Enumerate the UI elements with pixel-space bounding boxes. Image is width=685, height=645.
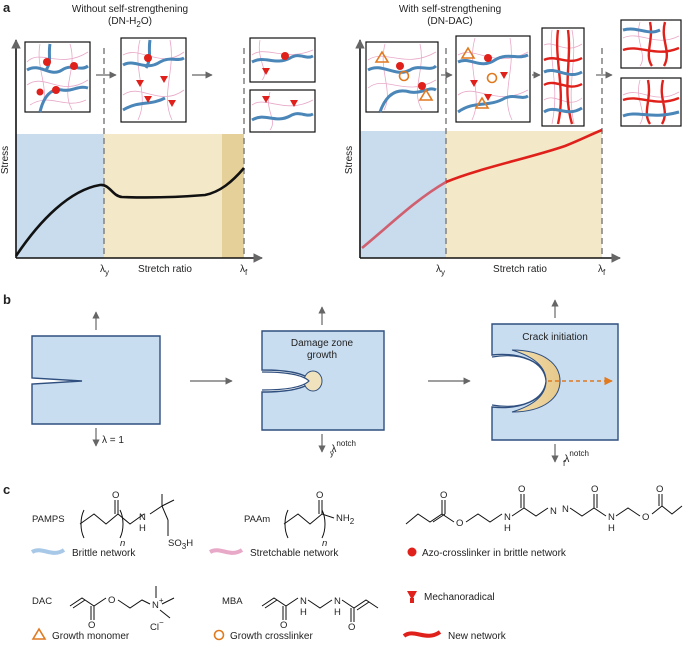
structure-azo-crosslinker: O O N H O N N O N H O O xyxy=(405,484,683,534)
nh2-group: NH2 xyxy=(336,513,355,526)
svg-text:O: O xyxy=(518,484,525,495)
left-stress-curve xyxy=(14,167,245,257)
structure-dac: DAC O O N+ Cl− xyxy=(32,586,175,633)
svg-text:N: N xyxy=(300,596,307,607)
left-title-line2: (DN-H2O) xyxy=(108,16,152,29)
left-failure-zone xyxy=(222,134,244,258)
left-xlabel: Stretch ratio xyxy=(138,264,192,275)
left-title-line1: Without self-strengthening xyxy=(72,4,188,15)
svg-text:Stretchable network: Stretchable network xyxy=(250,548,339,559)
svg-text:H: H xyxy=(139,523,146,534)
legend-growth-monomer: Growth monomer xyxy=(31,627,130,642)
right-title-line1: With self-strengthening xyxy=(399,4,501,15)
left-schematic-2 xyxy=(120,37,187,123)
svg-text:H: H xyxy=(608,523,615,534)
legend-growth-crosslinker: Growth crosslinker xyxy=(213,629,313,642)
svg-text:Growth monomer: Growth monomer xyxy=(52,631,130,642)
left-tick-lambda-y: λy xyxy=(100,264,109,277)
dac-label: DAC xyxy=(32,596,52,607)
svg-text:O: O xyxy=(88,620,95,631)
n-plus: N+ xyxy=(152,596,164,611)
legend-stretchable-network: Stretchable network xyxy=(208,548,339,559)
svg-text:O: O xyxy=(316,490,323,501)
svg-text:N: N xyxy=(504,512,511,523)
left-tick-lambda-f: λf xyxy=(240,264,248,277)
specimen-stage-1: λ = 1 xyxy=(31,311,161,447)
chart-right: With self-strengthening (DN-DAC) Stress … xyxy=(344,4,682,277)
svg-text:Growth crosslinker: Growth crosslinker xyxy=(230,631,313,642)
left-schematic-3 xyxy=(249,37,316,83)
right-ylabel: Stress xyxy=(344,146,355,174)
left-schematic-4 xyxy=(249,89,316,133)
svg-text:N: N xyxy=(139,512,146,523)
svg-text:O: O xyxy=(456,518,463,529)
right-tick-lambda-f: λf xyxy=(598,264,606,277)
right-schematic-3 xyxy=(541,27,585,127)
structure-pamps: PAMPS O N H SO3H n xyxy=(32,490,193,551)
svg-text:Brittle network: Brittle network xyxy=(72,548,136,559)
legend-mechanoradical: Mechanoradical xyxy=(407,591,495,603)
svg-text:New network: New network xyxy=(448,631,507,642)
stage2-title-line2: growth xyxy=(307,350,337,361)
right-schematic-4 xyxy=(620,19,682,69)
chart-left: Without self-strengthening (DN-H2O) Stre… xyxy=(0,4,316,277)
stage2-title-line1: Damage zone xyxy=(291,338,354,349)
svg-text:O: O xyxy=(440,490,447,501)
legend-new-network: New network xyxy=(402,630,507,642)
right-hardening-zone xyxy=(446,131,602,258)
svg-text:N: N xyxy=(562,504,569,515)
legend-brittle-network: Brittle network xyxy=(30,548,136,559)
svg-text:H: H xyxy=(300,607,307,618)
mba-label: MBA xyxy=(222,596,243,607)
svg-text:N: N xyxy=(608,512,615,523)
panel-b-letter: b xyxy=(3,292,11,307)
structure-mba: MBA O N H N H O xyxy=(222,596,379,633)
stage3-title: Crack initiation xyxy=(522,332,588,343)
right-xlabel: Stretch ratio xyxy=(493,264,547,275)
svg-text:N: N xyxy=(550,506,557,517)
right-title-line2: (DN-DAC) xyxy=(427,16,473,27)
right-stress-curve-elastic xyxy=(361,180,447,250)
svg-text:O: O xyxy=(280,620,287,631)
svg-text:O: O xyxy=(591,484,598,495)
svg-text:n: n xyxy=(322,538,327,549)
right-schematic-2 xyxy=(455,35,531,123)
right-tick-lambda-y: λy xyxy=(436,264,445,277)
panel-c-letter: c xyxy=(3,482,10,497)
svg-text:Mechanoradical: Mechanoradical xyxy=(424,592,495,603)
structure-paam: PAAm O NH2 n xyxy=(244,490,355,549)
chloride: Cl− xyxy=(150,618,164,633)
svg-text:O: O xyxy=(112,490,119,501)
so3h-group: SO3H xyxy=(168,538,193,551)
svg-text:O: O xyxy=(642,512,649,523)
legend-azo-crosslinker: Azo-crosslinker in brittle network xyxy=(407,547,567,559)
panel-a-letter: a xyxy=(3,0,11,15)
right-schematic-5 xyxy=(620,77,682,127)
pamps-label: PAMPS xyxy=(32,514,65,525)
svg-text:H: H xyxy=(504,523,511,534)
svg-text:n: n xyxy=(120,538,125,549)
paam-label: PAAm xyxy=(244,514,270,525)
right-stress-curve-hardening xyxy=(445,128,603,184)
svg-text:O: O xyxy=(348,622,355,633)
svg-text:O: O xyxy=(656,484,663,495)
left-ylabel: Stress xyxy=(0,146,11,174)
left-schematic-1 xyxy=(24,41,91,113)
stage1-label: λ = 1 xyxy=(102,435,124,446)
svg-text:O: O xyxy=(108,595,115,606)
svg-text:Azo-crosslinker in brittle net: Azo-crosslinker in brittle network xyxy=(422,548,567,559)
svg-text:N: N xyxy=(334,596,341,607)
svg-text:H: H xyxy=(334,607,341,618)
right-schematic-1 xyxy=(365,41,439,113)
